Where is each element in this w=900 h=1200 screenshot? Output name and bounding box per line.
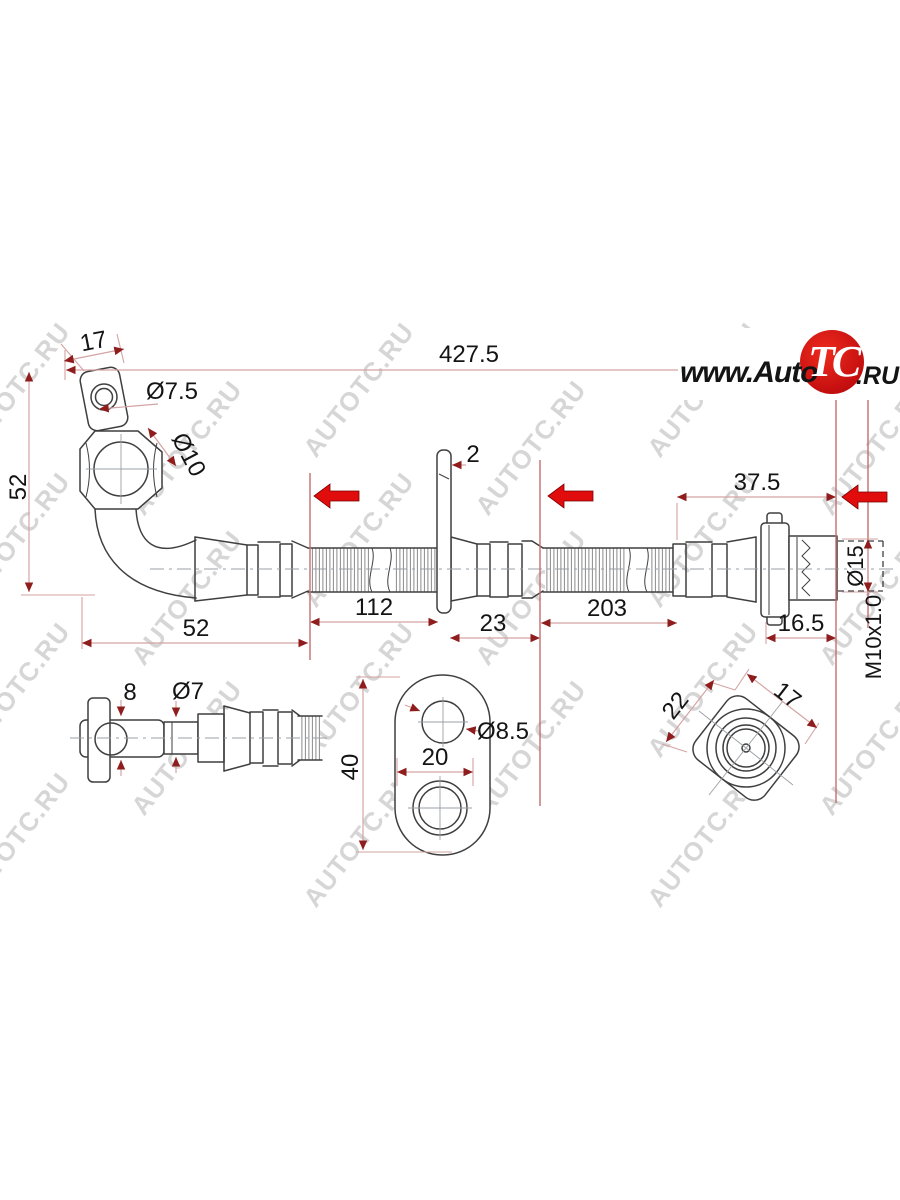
detail-banjo-side-view <box>70 697 330 783</box>
elbow-tube-outer <box>94 508 197 599</box>
dim-segment-bracket: 23 <box>480 610 507 637</box>
dim-endview-b: 17 <box>768 677 806 715</box>
dim-segment-banjo: 52 <box>183 615 210 642</box>
dim-nut-length: 16.5 <box>778 610 825 637</box>
left-crimp-sleeve <box>194 536 309 602</box>
section-arrows <box>313 483 888 510</box>
red-arrow-right-icon <box>841 484 888 510</box>
dim-overall: 427.5 <box>439 341 499 368</box>
dim-fitting-length: 37.5 <box>734 469 781 496</box>
dim-banjo-drop: 52 <box>5 474 32 501</box>
red-arrow-left-icon <box>313 483 360 509</box>
dim-thread-spec: M10x1.0 <box>861 595 886 679</box>
logo-suffix-text: .ru <box>856 362 900 390</box>
banjo-fitting <box>79 366 197 599</box>
hose-break-mark <box>369 547 374 593</box>
hose-break-mark <box>626 547 631 593</box>
right-end-fitting <box>760 512 884 626</box>
hose-section-2 <box>542 547 674 593</box>
eye-tab-edge <box>87 697 111 783</box>
main-assembly-view <box>79 366 884 626</box>
red-arrow-middle-icon <box>547 483 594 509</box>
logo-red-circle-icon <box>800 330 864 394</box>
fitting-nut <box>788 535 838 601</box>
dim-segment-hose1: 112 <box>355 594 393 621</box>
dim-hole-span: 20 <box>422 744 449 771</box>
flange-plate <box>760 522 790 618</box>
right-crimp-sleeve <box>672 536 757 603</box>
dim-banjo-tab-width: 17 <box>78 326 109 358</box>
eye-boss-face <box>94 722 128 756</box>
middle-bracket-tab <box>436 449 452 614</box>
dim-hole-dia: Ø8.5 <box>477 718 529 745</box>
dim-banjo-bore-dia: Ø10 <box>166 428 211 481</box>
hose-section-1 <box>307 547 439 593</box>
dim-banjo-eye-dia: Ø7.5 <box>146 378 198 405</box>
dim-nut-dia: Ø15 <box>843 545 868 587</box>
dim-stem-dia: Ø7 <box>172 678 204 705</box>
logo-badge-text: TC <box>808 337 861 386</box>
detail-bracket-plate <box>394 674 491 856</box>
site-logo: www.Auto TC .ru <box>678 328 900 400</box>
dim-bracket-thickness: 2 <box>466 441 479 468</box>
hex-chamfer-left <box>85 442 90 498</box>
dim-endview-a: 22 <box>657 687 695 725</box>
hose-break-mark <box>387 547 392 593</box>
dim-plate-height: 40 <box>337 754 364 781</box>
banjo-tab <box>79 366 129 432</box>
dim-eye-thickness: 8 <box>123 679 136 706</box>
logo-prefix-text: www.Auto <box>680 356 819 389</box>
hose-break-mark <box>644 547 649 593</box>
dimensions: 427.5 17 Ø7.5 Ø10 52 2 37.5 <box>5 326 886 853</box>
dim-segment-hose2: 203 <box>587 595 627 622</box>
elbow-tube-inner <box>135 508 197 550</box>
spring-clip <box>801 539 811 597</box>
middle-crimp-sleeve <box>450 536 544 602</box>
